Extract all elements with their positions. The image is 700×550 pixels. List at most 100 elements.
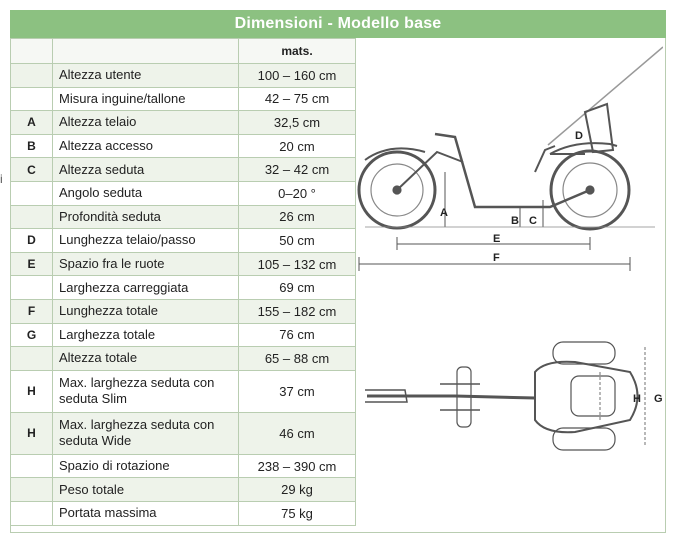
top-view bbox=[365, 341, 646, 451]
row-value: 69 cm bbox=[238, 275, 356, 300]
row-letter: D bbox=[10, 228, 53, 253]
header-letter-cell bbox=[10, 38, 53, 64]
row-label: Altezza totale bbox=[52, 346, 239, 371]
table-title: Dimensioni - Modello base bbox=[10, 10, 666, 38]
row-value: 50 cm bbox=[238, 228, 356, 253]
row-label: Portata massima bbox=[52, 500, 239, 526]
label-d: D bbox=[575, 130, 583, 142]
handlebar-top bbox=[440, 383, 480, 411]
frame-tube bbox=[434, 132, 591, 209]
label-g: G bbox=[654, 393, 663, 405]
header-value-cell: mats. bbox=[238, 38, 356, 64]
label-f: F bbox=[493, 252, 500, 264]
row-label: Spazio fra le ruote bbox=[52, 251, 239, 277]
row-value: 76 cm bbox=[238, 322, 356, 348]
label-b: B bbox=[511, 215, 519, 227]
diagram-svg: A B C D E F H G bbox=[357, 46, 664, 451]
label-c: C bbox=[529, 215, 537, 227]
row-letter bbox=[10, 275, 53, 300]
row-letter: C bbox=[10, 157, 53, 182]
front-wheel bbox=[357, 150, 437, 230]
row-letter: H bbox=[10, 369, 53, 413]
row-letter bbox=[10, 500, 53, 526]
row-letter: G bbox=[10, 322, 53, 348]
row-label: Peso totale bbox=[52, 477, 239, 502]
side-view bbox=[357, 46, 664, 271]
row-letter bbox=[10, 346, 53, 371]
row-value: 32,5 cm bbox=[238, 110, 356, 135]
header-label-cell bbox=[52, 38, 239, 64]
row-label: Profondità seduta bbox=[52, 204, 239, 230]
label-e: E bbox=[493, 233, 500, 245]
row-letter: F bbox=[10, 298, 53, 324]
row-letter bbox=[10, 86, 53, 112]
row-label: Lunghezza telaio/passo bbox=[52, 228, 239, 253]
row-letter: B bbox=[10, 133, 53, 159]
row-value: 46 cm bbox=[238, 411, 356, 455]
row-value: 155 – 182 cm bbox=[238, 298, 356, 324]
row-letter: A bbox=[10, 110, 53, 135]
handlebar bbox=[534, 145, 556, 173]
row-value: 32 – 42 cm bbox=[238, 157, 356, 182]
rear-fender bbox=[549, 142, 618, 155]
label-h: H bbox=[633, 393, 641, 405]
row-label: Spazio di rotazione bbox=[52, 453, 239, 479]
row-label: Misura inguine/tallone bbox=[52, 86, 239, 112]
seat-cushion-top bbox=[570, 375, 616, 417]
row-label: Larghezza totale bbox=[52, 322, 239, 348]
row-value: 0–20 ° bbox=[238, 180, 356, 206]
front-wheel-top bbox=[456, 366, 472, 428]
row-label: Altezza accesso bbox=[52, 133, 239, 159]
row-value: 105 – 132 cm bbox=[238, 251, 356, 277]
edge-mark: i bbox=[0, 172, 3, 186]
row-value: 29 kg bbox=[238, 477, 356, 502]
row-letter bbox=[10, 63, 53, 88]
row-value: 26 cm bbox=[238, 204, 356, 230]
row-label: Altezza telaio bbox=[52, 110, 239, 135]
row-letter: E bbox=[10, 251, 53, 277]
front-wheel-spokes bbox=[370, 163, 424, 217]
row-value: 100 – 160 cm bbox=[238, 63, 356, 88]
row-letter bbox=[10, 204, 53, 230]
front-fender bbox=[364, 147, 426, 161]
row-letter bbox=[10, 180, 53, 206]
seat-back bbox=[583, 102, 615, 154]
trike-diagram: A B C D E F H G bbox=[345, 42, 664, 532]
row-label: Max. larghezza seduta con seduta Wide bbox=[52, 411, 239, 455]
row-label: Altezza seduta bbox=[52, 157, 239, 182]
row-label: Angolo seduta bbox=[52, 180, 239, 206]
fork bbox=[396, 150, 464, 191]
row-value: 20 cm bbox=[238, 133, 356, 159]
row-letter bbox=[10, 477, 53, 502]
row-value: 75 kg bbox=[238, 500, 356, 526]
right-rear-wheel-top bbox=[552, 427, 616, 451]
row-label: Max. larghezza seduta con seduta Slim bbox=[52, 369, 239, 413]
row-value: 42 – 75 cm bbox=[238, 86, 356, 112]
flag-pole bbox=[547, 46, 664, 146]
row-value: 65 – 88 cm bbox=[238, 346, 356, 371]
rear-wheel-spokes bbox=[562, 162, 618, 218]
label-a: A bbox=[440, 207, 448, 219]
row-letter: H bbox=[10, 411, 53, 455]
row-label: Altezza utente bbox=[52, 63, 239, 88]
row-value: 37 cm bbox=[238, 369, 356, 413]
